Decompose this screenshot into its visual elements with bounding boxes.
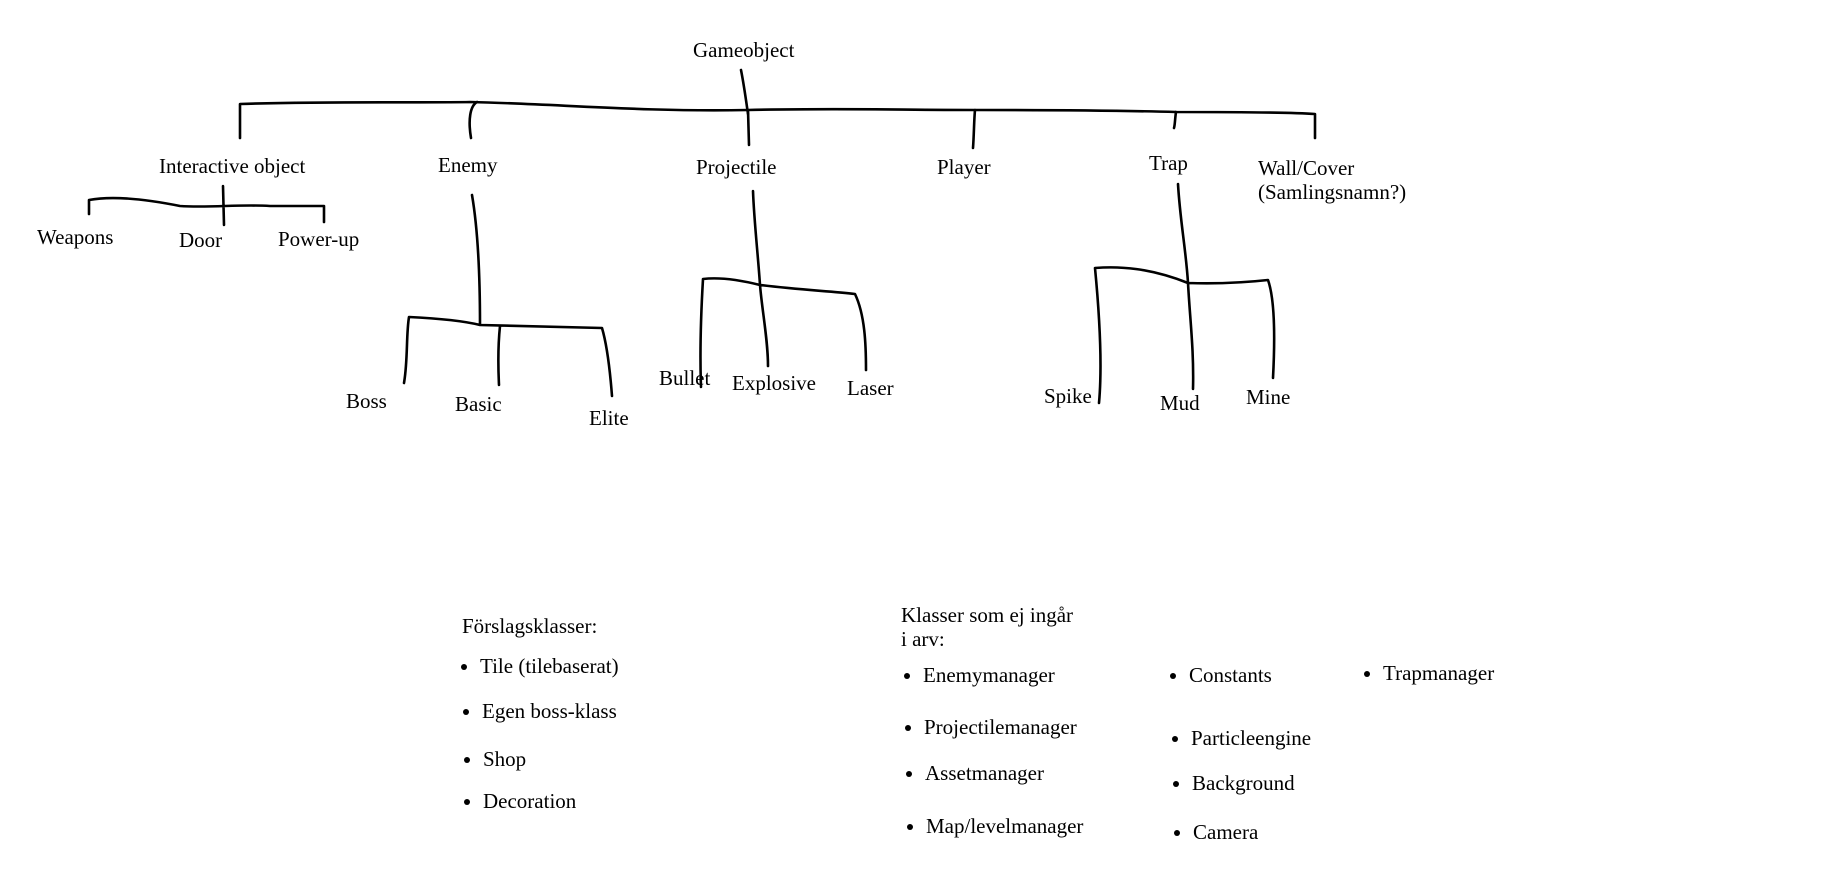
node-interactive-object: Interactive object bbox=[159, 154, 306, 178]
non-inherited-item: Projectilemanager bbox=[905, 715, 1077, 739]
node-projectile: Projectile bbox=[696, 155, 777, 179]
node-weapons: Weapons bbox=[37, 225, 114, 249]
connector-main-bar bbox=[238, 100, 1317, 140]
node-mud: Mud bbox=[1160, 391, 1200, 415]
non-inherited-item: Map/levelmanager bbox=[907, 814, 1083, 838]
node-mine: Mine bbox=[1246, 385, 1291, 409]
node-elite: Elite bbox=[589, 406, 629, 430]
node-enemy: Enemy bbox=[438, 153, 498, 177]
non-inherited-item: Constants bbox=[1170, 663, 1272, 687]
suggestion-item: Tile (tilebaserat) bbox=[461, 654, 619, 678]
connector-root bbox=[739, 68, 750, 116]
non-inherited-item: Assetmanager bbox=[906, 761, 1044, 785]
node-bullet: Bullet bbox=[659, 366, 711, 390]
connector-trap-sub bbox=[1093, 182, 1276, 405]
node-spike: Spike bbox=[1044, 384, 1092, 408]
node-boss: Boss bbox=[346, 389, 387, 413]
node-basic: Basic bbox=[455, 392, 502, 416]
non-inherited-item: Camera bbox=[1174, 820, 1258, 844]
non-inherited-item: Background bbox=[1173, 771, 1295, 795]
node-gameobject: Gameobject bbox=[693, 38, 795, 62]
node-explosive: Explosive bbox=[732, 371, 816, 395]
node-power-up: Power-up bbox=[278, 227, 360, 251]
connector-projectile-drop bbox=[746, 108, 751, 147]
non-inherited-item: Trapmanager bbox=[1364, 661, 1494, 685]
connector-projectile-sub bbox=[699, 189, 868, 389]
connector-interactive-sub bbox=[87, 184, 326, 227]
connector-enemy-sub bbox=[402, 193, 614, 398]
node-player: Player bbox=[937, 155, 991, 179]
node-trap: Trap bbox=[1149, 151, 1188, 175]
non-inherited-title: Klasser som ej ingår i arv: bbox=[901, 603, 1074, 651]
suggestion-item: Shop bbox=[464, 747, 526, 771]
non-inherited-item: Particleengine bbox=[1172, 726, 1311, 750]
connector-trap-drop bbox=[1172, 110, 1178, 130]
non-inherited-item: Enemymanager bbox=[904, 663, 1055, 687]
suggestion-item: Egen boss-klass bbox=[463, 699, 617, 723]
suggestion-item: Decoration bbox=[464, 789, 576, 813]
node-laser: Laser bbox=[847, 376, 894, 400]
connector-player-drop bbox=[971, 108, 977, 150]
node-wall-cover: Wall/Cover (Samlingsnamn?) bbox=[1258, 156, 1407, 204]
node-door: Door bbox=[179, 228, 223, 252]
suggestions-title: Förslagsklasser: bbox=[462, 614, 598, 638]
connector-enemy-drop bbox=[468, 100, 479, 140]
